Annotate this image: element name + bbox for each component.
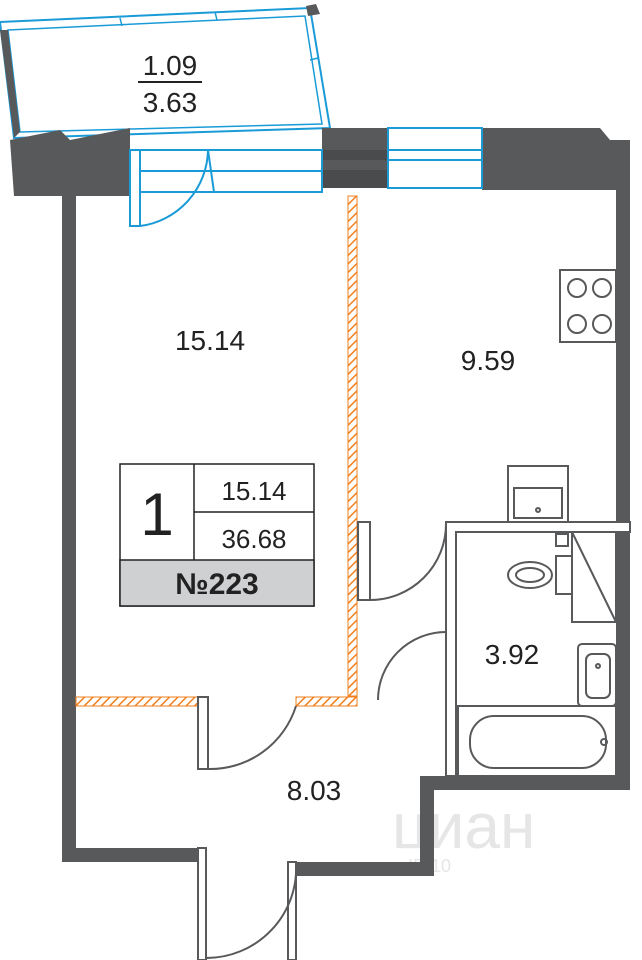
info-total-area: 36.68 — [221, 524, 286, 554]
shower-cabinet-icon — [571, 531, 617, 623]
doors — [205, 523, 447, 960]
toilet-icon — [507, 533, 573, 595]
partitions — [75, 195, 358, 707]
watermark-brand: циан — [392, 790, 535, 862]
balcony-area-bottom: 3.63 — [143, 87, 198, 118]
living-room-area: 15.14 — [175, 325, 245, 356]
bathroom-area: 3.92 — [485, 639, 540, 670]
interior-walls — [197, 521, 631, 960]
rooms-count: 1 — [140, 481, 173, 548]
stove-icon — [559, 269, 617, 343]
kitchen-sink-icon — [507, 465, 569, 523]
bathtub-icon — [457, 705, 617, 777]
hall-area: 8.03 — [287, 775, 342, 806]
walls — [10, 128, 630, 876]
apartment-number: №223 — [175, 568, 259, 601]
washbasin-icon — [577, 643, 617, 707]
info-living-area: 15.14 — [221, 476, 286, 506]
windows — [129, 127, 483, 227]
apartment-info-box: 1 15.14 36.68 №223 — [119, 463, 315, 607]
kitchen-area: 9.59 — [461, 345, 516, 376]
balcony-area-top: 1.09 — [143, 50, 198, 81]
balcony-area-label: 1.09 3.63 — [138, 50, 202, 118]
